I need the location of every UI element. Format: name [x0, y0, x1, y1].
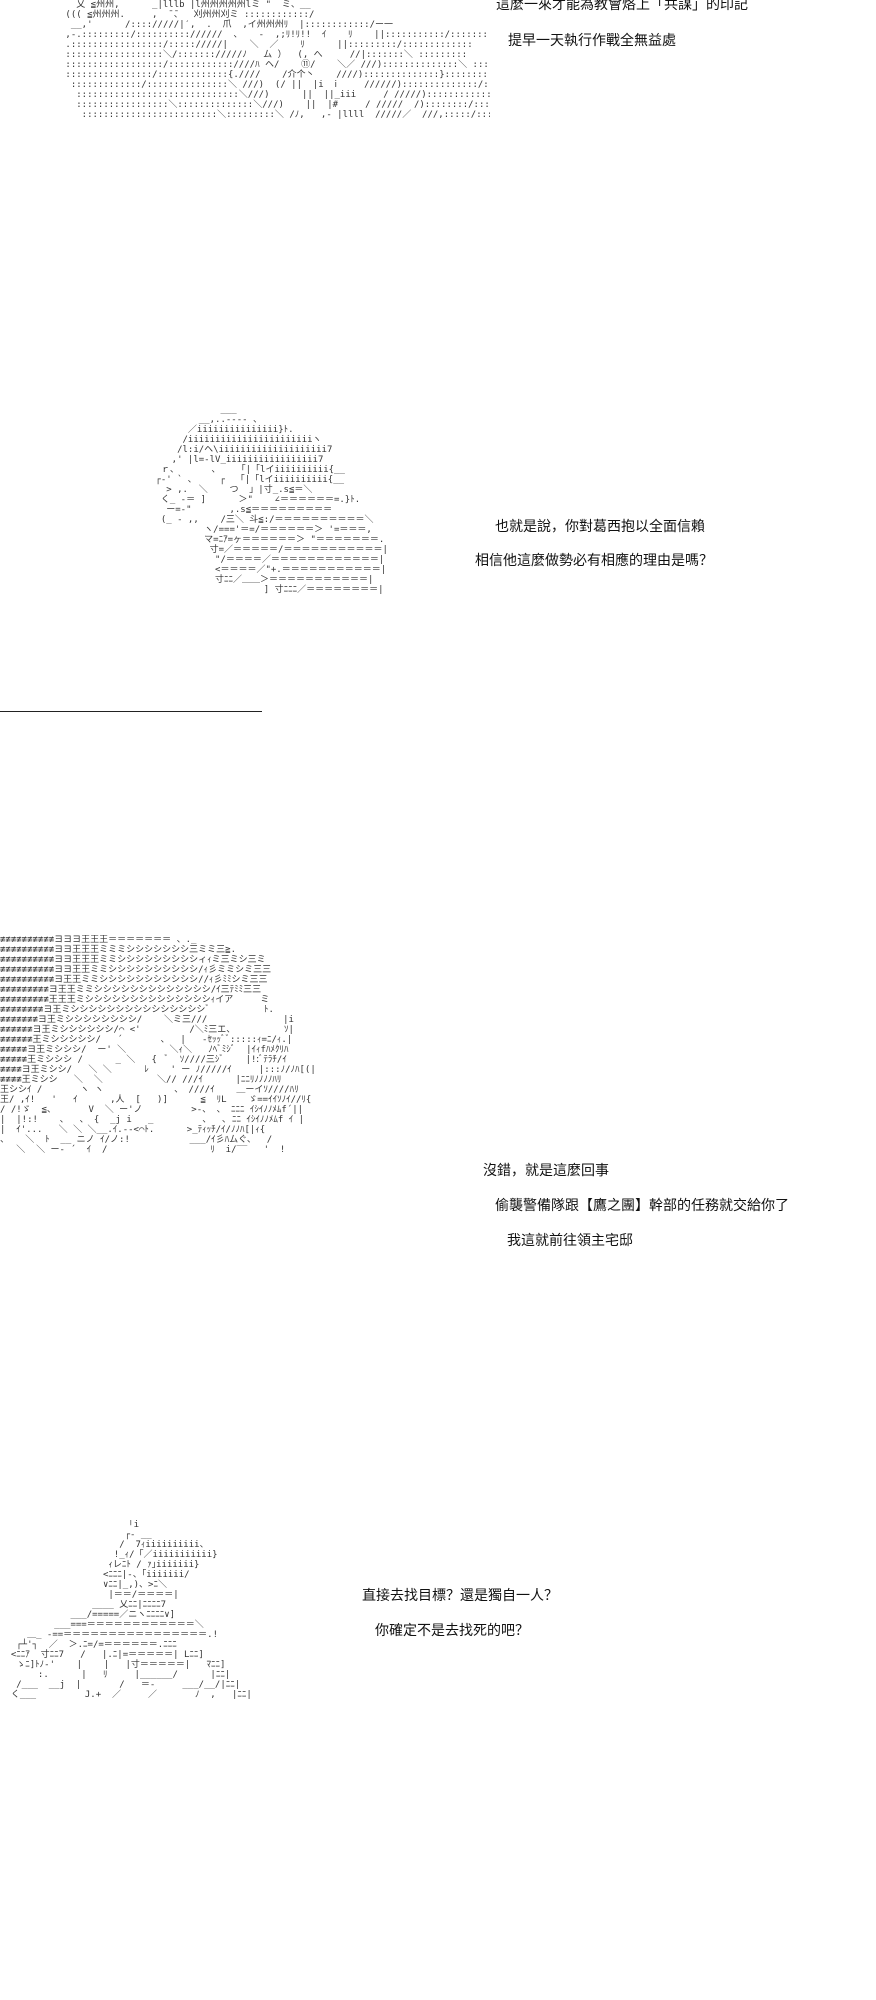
- dialogue-line: 直接去找目標？還是獨自一人？: [362, 1588, 558, 1604]
- panel-2: ___ __,..--‐- 、 ／iiiiiiiiiiiiiii}ﾄ. /iii…: [0, 405, 876, 755]
- dialogue-line: 偷襲警備隊跟【鷹之團】幹部的任務就交給你了: [495, 1198, 789, 1214]
- ascii-art-figure-2: ___ __,..--‐- 、 ／iiiiiiiiiiiiiii}ﾄ. /iii…: [155, 405, 388, 595]
- dialogue-line: 也就是說，你對葛西抱以全面信賴: [495, 519, 705, 535]
- dialogue-line: 相信他這麼做勢必有相應的理由是嗎？: [475, 553, 713, 569]
- panel-1: ノ ｱ州州, ||||||||lH|州州州ミ- 、 乂 ≦州州, _|lllb …: [0, 0, 876, 250]
- panel-3: ≢≢≢≢≢≢≢≢≢≢ヨヨヨ王王王＝＝＝＝＝＝＝ 、._ ≢≢≢≢≢≢≢≢≢≢ヨヨ…: [0, 935, 876, 1335]
- ground-line: [0, 711, 262, 712]
- ascii-art-figure-3: ≢≢≢≢≢≢≢≢≢≢ヨヨヨ王王王＝＝＝＝＝＝＝ 、._ ≢≢≢≢≢≢≢≢≢≢ヨヨ…: [0, 935, 316, 1155]
- ascii-art-figure-1: ノ ｱ州州, ||||||||lH|州州州ミ- 、 乂 ≦州州, _|lllb …: [65, 0, 490, 120]
- ascii-art-figure-4: 「i ┌‐ __ / ̄7ｨiiiiiiiiii、 !_ｨ/「／iiiiiiii…: [10, 1520, 252, 1700]
- panel-4: 「i ┌‐ __ / ̄7ｨiiiiiiiiii、 !_ｨ/「／iiiiiiii…: [0, 1520, 876, 1880]
- dialogue-line: 我這就前往領主宅邸: [507, 1233, 633, 1249]
- dialogue-line: 這麼一來才能為教會烙上「共謀」的印記: [496, 0, 748, 13]
- dialogue-line: 沒錯，就是這麼回事: [483, 1163, 609, 1179]
- dialogue-line: 你確定不是去找死的吧？: [375, 1623, 529, 1639]
- dialogue-line: 提早一天執行作戰全無益處: [508, 33, 676, 49]
